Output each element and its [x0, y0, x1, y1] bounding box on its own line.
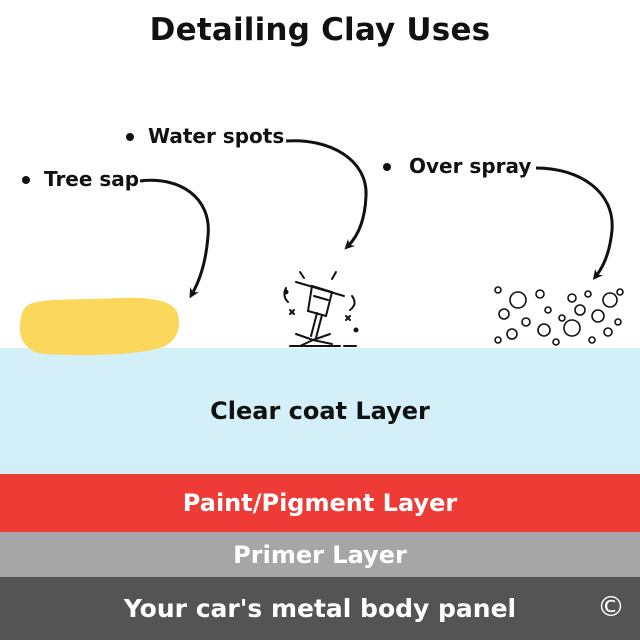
primer-label: Primer Layer: [233, 540, 407, 569]
metal-label: Your car's metal body panel: [123, 594, 517, 623]
bullet-over-spray: [383, 163, 391, 171]
arrow-water-spots: [285, 139, 368, 250]
arrow-over-spray: [535, 166, 614, 280]
arrow-tree-sap: [139, 178, 210, 299]
overspray-bubbles-icon: [494, 286, 624, 346]
clear-coat-layer: Clear coat Layer: [0, 348, 640, 474]
paint-layer: Paint/Pigment Layer: [0, 474, 640, 532]
label-tree-sap: Tree sap: [44, 167, 140, 191]
bullet-tree-sap: [22, 176, 30, 184]
paint-label: Paint/Pigment Layer: [182, 489, 458, 517]
tree-sap-blob-icon: [19, 297, 179, 356]
metal-panel-layer: Your car's metal body panel: [0, 577, 640, 640]
label-over-spray: Over spray: [409, 154, 532, 178]
label-water-spots: Water spots: [148, 124, 285, 148]
bullet-water-spots: [126, 133, 134, 141]
primer-layer: Primer Layer: [0, 532, 640, 577]
clear-coat-label: Clear coat Layer: [210, 397, 430, 425]
copyright-icon: ©: [597, 590, 625, 623]
diagram-title: Detailing Clay Uses: [149, 12, 491, 48]
jackhammer-icon: [283, 271, 359, 347]
